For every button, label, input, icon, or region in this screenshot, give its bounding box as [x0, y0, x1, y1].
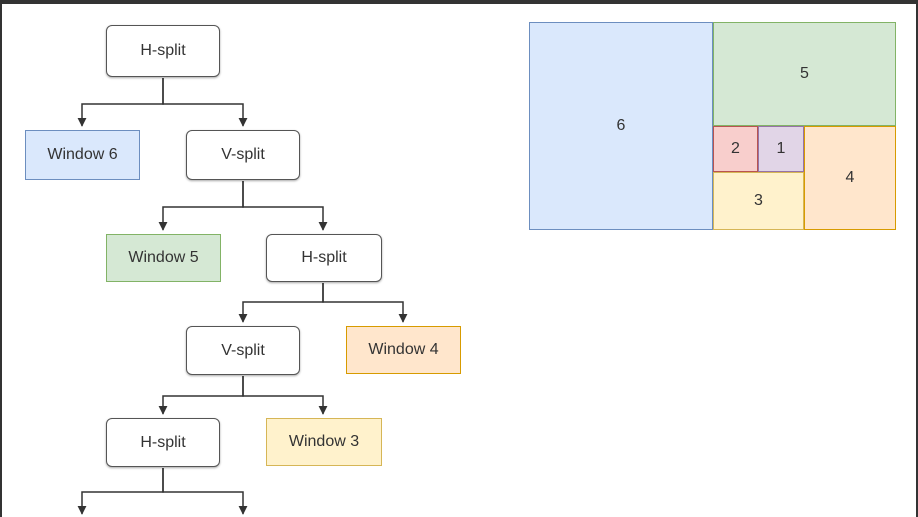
layout-window-4-label: 4: [845, 169, 855, 186]
window6-node[interactable]: Window 6: [25, 130, 140, 180]
layout-window-6-label: 6: [616, 117, 626, 134]
window4-label: Window 4: [368, 341, 439, 358]
vsplit-node[interactable]: V-split: [186, 130, 300, 180]
layout-window-5[interactable]: 5: [713, 22, 896, 126]
window3-label: Window 3: [288, 433, 360, 450]
vsplit2-label: V-split: [221, 341, 265, 359]
layout-window-6[interactable]: 6: [529, 22, 713, 230]
edge-vsplit2-to-hsplit2: [158, 376, 244, 415]
edge-hsplit-to-window4: [322, 283, 408, 323]
layout-window-2[interactable]: 2: [713, 126, 758, 172]
hsplit-node[interactable]: H-split: [266, 234, 382, 282]
layout-window-1[interactable]: 1: [758, 126, 804, 172]
hsplit2-label: H-split: [140, 433, 186, 451]
edge-hsplit-to-vsplit: [238, 283, 324, 323]
vsplit-label: V-split: [221, 146, 265, 163]
edge-hsplit2-to-left: [77, 468, 164, 515]
edge-vsplit-to-window5: [158, 181, 244, 231]
edge-hsplit2-to-right: [162, 468, 248, 515]
hsplit2-node[interactable]: H-split: [106, 418, 220, 467]
edge-vsplit2-to-window3: [242, 376, 328, 415]
window-layout-preview: 6 5 2 1 3 4: [529, 22, 896, 230]
window5-label: Window 5: [128, 249, 199, 266]
window5-node[interactable]: Window 5: [106, 234, 221, 282]
window6-label: Window 6: [47, 146, 118, 163]
layout-window-1-label: 1: [776, 140, 786, 157]
hsplit-label: H-split: [301, 249, 347, 266]
layout-window-2-label: 2: [731, 140, 740, 157]
layout-window-4[interactable]: 4: [804, 126, 896, 230]
tree-edges: [77, 78, 408, 515]
root-hsplit-node[interactable]: H-split: [106, 25, 220, 77]
window3-node[interactable]: Window 3: [266, 418, 382, 466]
edge-root-to-window6: [77, 78, 164, 127]
edge-vsplit-to-hsplit: [242, 181, 328, 231]
vsplit2-node[interactable]: V-split: [186, 326, 300, 375]
edge-root-to-vsplit: [162, 78, 248, 127]
layout-window-3[interactable]: 3: [713, 172, 804, 230]
window4-node[interactable]: Window 4: [346, 326, 461, 374]
layout-window-3-label: 3: [754, 192, 763, 209]
layout-window-5-label: 5: [800, 65, 809, 82]
root-hsplit-label: H-split: [140, 42, 186, 59]
